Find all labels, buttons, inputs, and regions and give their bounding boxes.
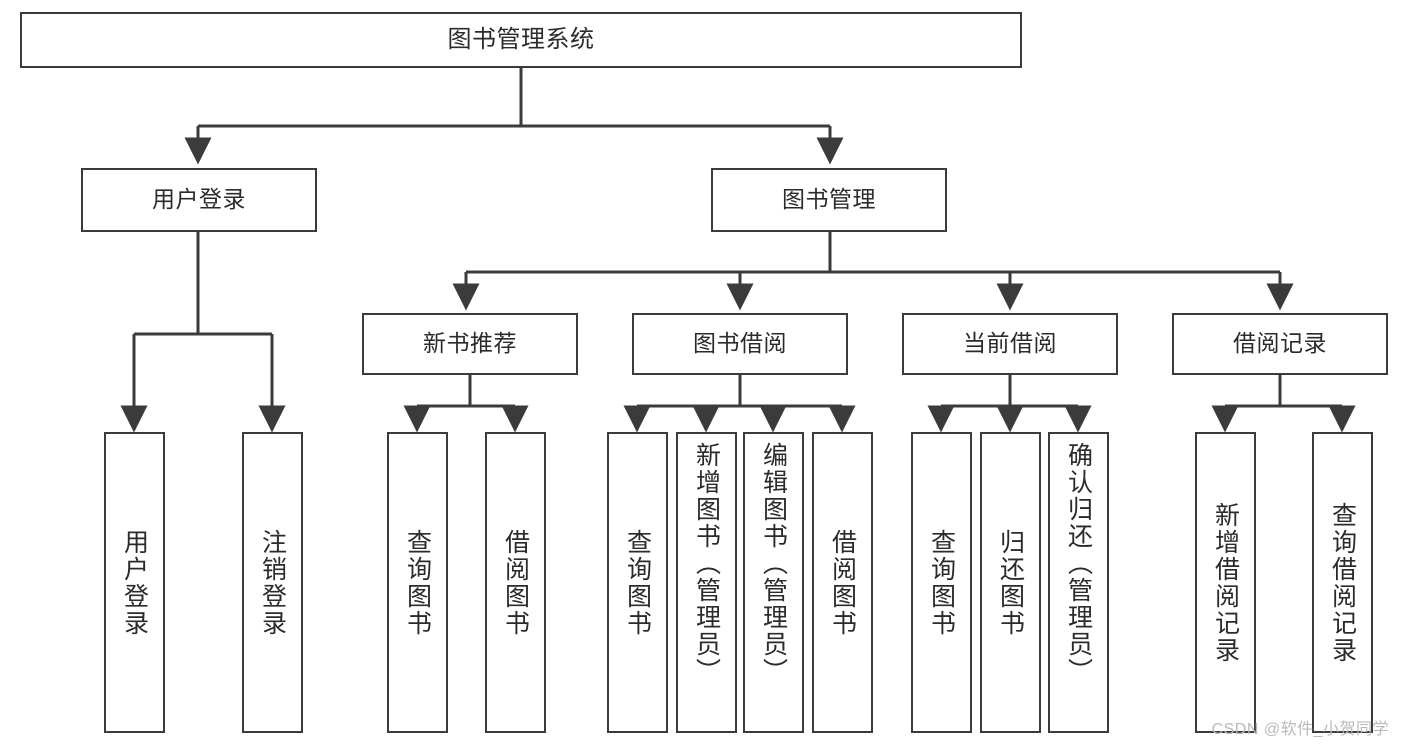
node-book-borrow[interactable]: 图书借阅	[632, 313, 848, 375]
leaf-book-borrow-borrow-book[interactable]: 借阅图书	[812, 432, 873, 733]
node-label: 图书管理系统	[447, 25, 595, 53]
leaf-current-borrow-confirm-return-admin[interactable]: 确认归还（管理员）	[1048, 432, 1109, 733]
node-label: 图书管理	[782, 186, 876, 213]
node-label: 查询图书	[927, 528, 956, 637]
node-label: 新增借阅记录	[1211, 501, 1240, 664]
node-label: 编辑图书（管理员）	[759, 442, 788, 685]
leaf-new-book-query-book[interactable]: 查询图书	[387, 432, 448, 733]
node-label: 查询图书	[403, 528, 432, 637]
leaf-current-borrow-query-book[interactable]: 查询图书	[911, 432, 972, 733]
node-label: 查询借阅记录	[1328, 501, 1357, 664]
node-label: 借阅图书	[828, 528, 857, 637]
leaf-user-login-login[interactable]: 用户登录	[104, 432, 165, 733]
node-book-management[interactable]: 图书管理	[711, 168, 947, 232]
watermark: CSDN @软件_小贺同学	[1211, 721, 1389, 738]
node-label: 新书推荐	[423, 330, 517, 357]
node-label: 确认归还（管理员）	[1064, 442, 1093, 685]
leaf-borrow-record-add-record[interactable]: 新增借阅记录	[1195, 432, 1256, 733]
leaf-user-login-logout[interactable]: 注销登录	[242, 432, 303, 733]
node-label: 当前借阅	[963, 330, 1057, 357]
node-label: 用户登录	[120, 528, 149, 637]
node-current-borrow[interactable]: 当前借阅	[902, 313, 1118, 375]
node-label: 借阅图书	[501, 528, 530, 637]
leaf-current-borrow-return-book[interactable]: 归还图书	[980, 432, 1041, 733]
node-label: 图书借阅	[693, 330, 787, 357]
node-new-book-recommend[interactable]: 新书推荐	[362, 313, 578, 375]
node-user-login[interactable]: 用户登录	[81, 168, 317, 232]
leaf-book-borrow-add-book-admin[interactable]: 新增图书（管理员）	[676, 432, 737, 733]
node-root-book-management-system[interactable]: 图书管理系统	[20, 12, 1022, 68]
leaf-book-borrow-query-book[interactable]: 查询图书	[607, 432, 668, 733]
leaf-new-book-borrow-book[interactable]: 借阅图书	[485, 432, 546, 733]
node-label: 借阅记录	[1233, 330, 1327, 357]
node-borrow-record[interactable]: 借阅记录	[1172, 313, 1388, 375]
node-label: 归还图书	[996, 528, 1025, 637]
node-label: 注销登录	[258, 528, 287, 637]
node-label: 查询图书	[623, 528, 652, 637]
leaf-borrow-record-query-record[interactable]: 查询借阅记录	[1312, 432, 1373, 733]
node-label: 用户登录	[152, 186, 246, 213]
node-label: 新增图书（管理员）	[692, 442, 721, 685]
leaf-book-borrow-edit-book-admin[interactable]: 编辑图书（管理员）	[743, 432, 804, 733]
